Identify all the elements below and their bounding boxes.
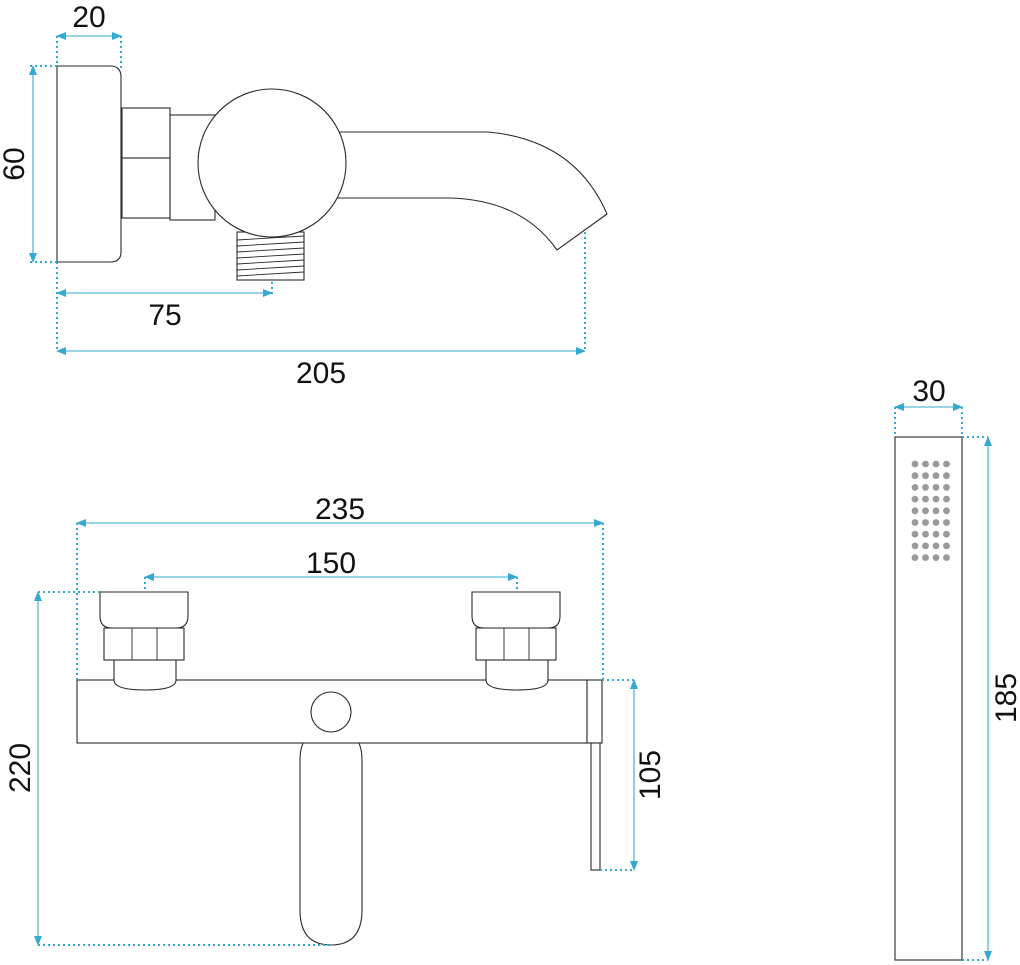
hand-shower-nozzle: [943, 472, 950, 480]
hand-shower-nozzle: [943, 530, 950, 538]
hand-shower-nozzle: [943, 484, 950, 491]
side-nut-bottom: [121, 157, 171, 219]
dim-text-handshower-length: 185: [990, 673, 1020, 723]
hand-shower-nozzle: [922, 554, 929, 561]
hand-shower-nozzle: [922, 542, 929, 550]
hand-shower-nozzle: [911, 507, 919, 515]
hand-shower-nozzle: [943, 519, 950, 526]
hand-shower-nozzle: [932, 530, 940, 538]
side-spout: [329, 131, 608, 251]
side-view: 20 60 75 205: [0, 1, 608, 390]
hand-shower-nozzle: [932, 472, 940, 480]
hand-shower-nozzle: [922, 484, 929, 491]
hand-shower-nozzle: [911, 472, 919, 480]
dim-text-total-height: 220: [4, 743, 37, 793]
hand-shower-nozzle: [911, 484, 919, 491]
hand-shower-nozzle: [922, 460, 929, 468]
hand-shower-nozzle: [911, 460, 919, 468]
hand-shower-nozzle: [932, 519, 940, 526]
hand-shower-nozzle: [922, 530, 929, 538]
dim-text-spout-length: 205: [296, 357, 346, 390]
dim-text-handshower-width: 30: [912, 375, 945, 408]
hand-shower-nozzle-grid: [911, 460, 950, 561]
hand-shower-nozzle: [911, 495, 919, 503]
hand-shower-nozzle: [911, 542, 919, 550]
dim-text-flange-thickness: 20: [72, 1, 105, 34]
hand-shower-nozzle: [922, 519, 929, 526]
dim-text-inlet-spacing: 150: [306, 547, 356, 580]
dim-text-flange-height: 60: [0, 147, 31, 180]
side-threaded-outlet: [236, 231, 305, 281]
side-mixer-body: [197, 88, 347, 238]
dim-text-outlet-offset: 75: [148, 299, 181, 332]
hand-shower-nozzle: [932, 460, 940, 468]
hand-shower-nozzle: [943, 460, 950, 468]
front-view: 235 150 220 105: [4, 493, 667, 946]
hand-shower: 30 185: [894, 375, 1020, 961]
hand-shower-nozzle: [922, 472, 929, 480]
hand-shower-nozzle: [932, 507, 940, 515]
hand-shower-nozzle: [911, 519, 919, 526]
hand-shower-nozzle: [922, 495, 929, 503]
hand-shower-nozzle: [943, 507, 950, 515]
dim-text-lever-height: 105: [634, 750, 667, 800]
front-side-lever: [590, 742, 601, 871]
side-nut-top: [121, 107, 171, 159]
hand-shower-body: [894, 436, 963, 961]
hand-shower-nozzle: [943, 554, 950, 561]
front-end-plate: [586, 679, 603, 744]
side-wall-flange: [56, 65, 122, 263]
hand-shower-nozzle: [911, 554, 919, 561]
hand-shower-nozzle: [911, 530, 919, 538]
front-left-inlet: [99, 591, 189, 691]
dim-text-total-width: 235: [315, 493, 365, 526]
front-lever-handle: [299, 727, 363, 946]
hand-shower-nozzle: [932, 554, 940, 561]
hand-shower-nozzle: [932, 495, 940, 503]
hand-shower-nozzle: [943, 495, 950, 503]
hand-shower-nozzle: [943, 542, 950, 550]
hand-shower-nozzle: [922, 507, 929, 515]
front-right-inlet: [471, 591, 561, 691]
hand-shower-nozzle: [932, 484, 940, 491]
hand-shower-nozzle: [932, 542, 940, 550]
front-mixer-knob: [310, 691, 352, 733]
